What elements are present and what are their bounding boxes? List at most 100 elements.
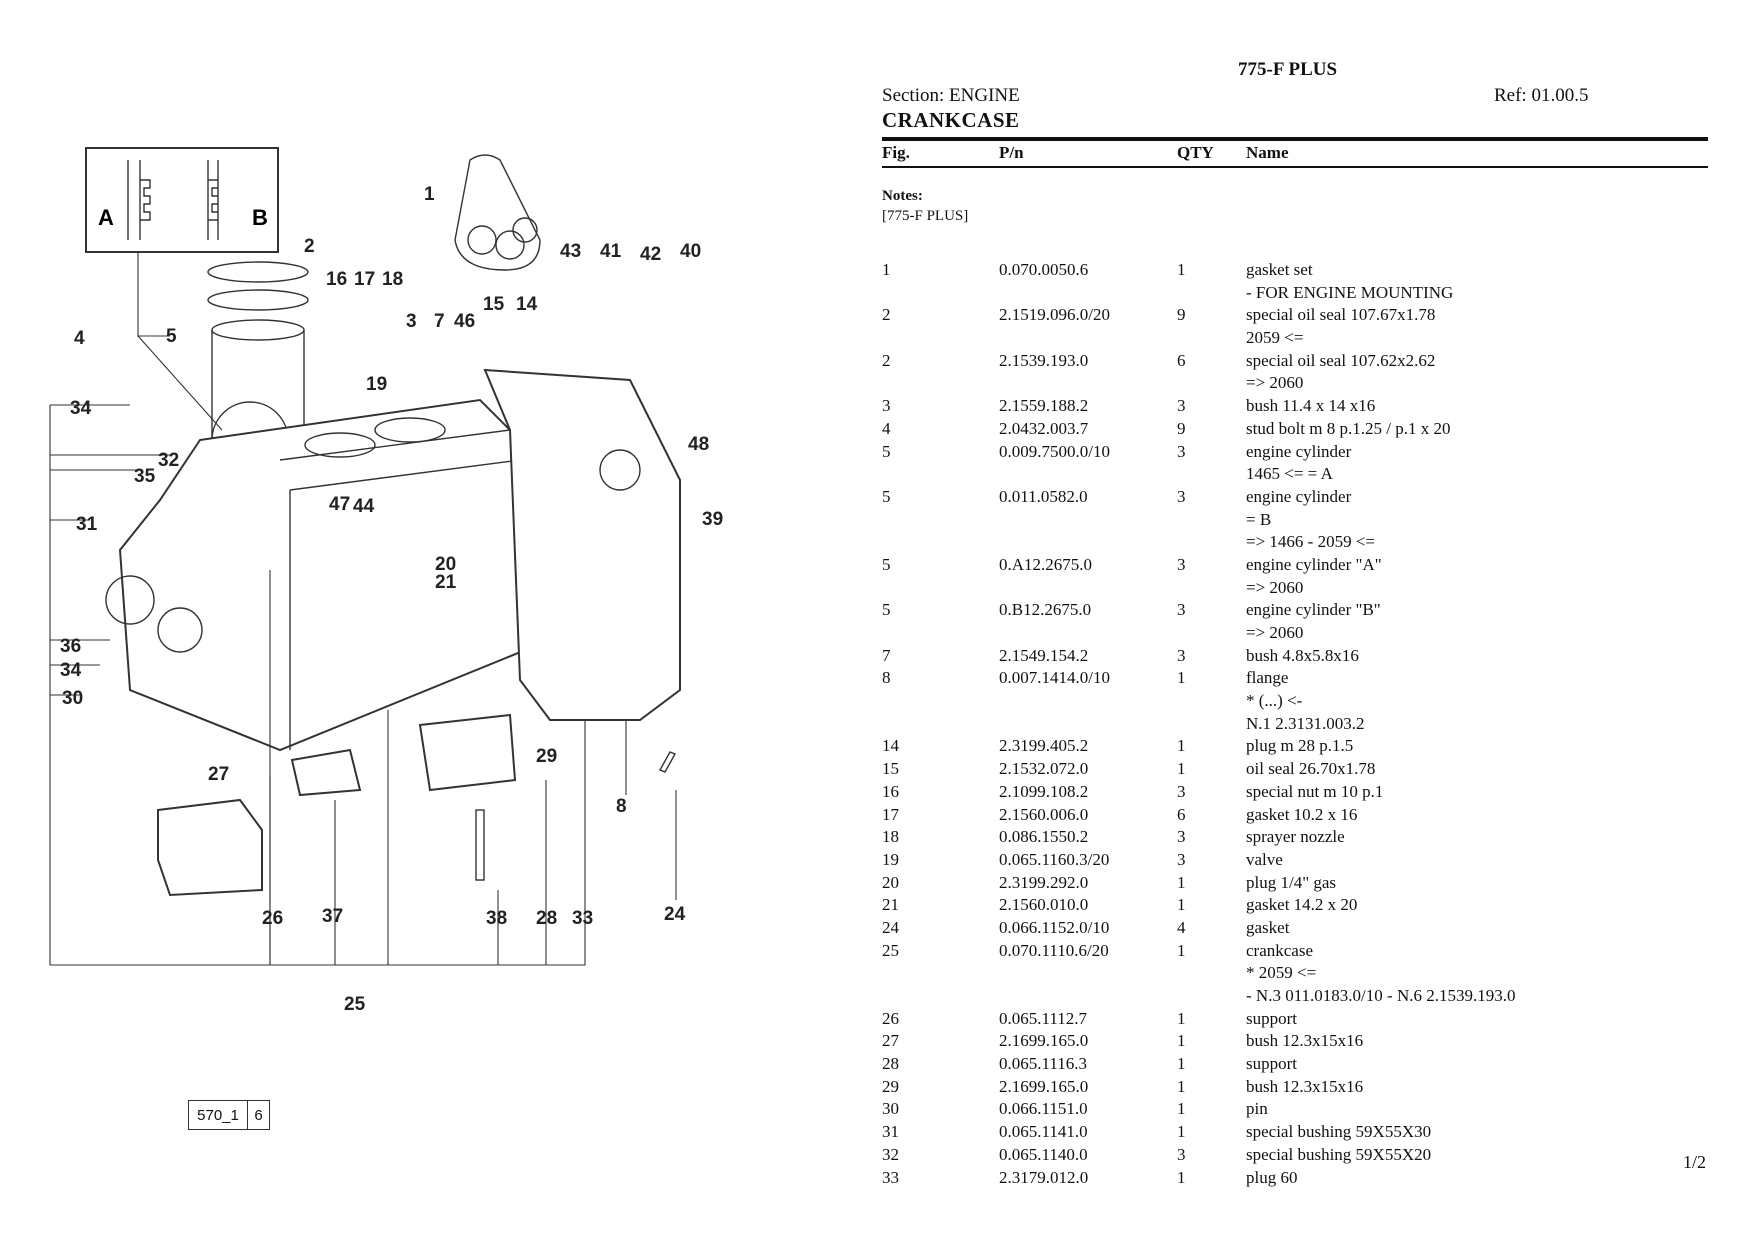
part-qty: 3 — [1177, 645, 1186, 665]
part-fig: 2 — [882, 305, 891, 325]
callout-40: 40 — [680, 241, 701, 262]
part-fig: 14 — [882, 736, 899, 756]
part-number: 0.011.0582.0 — [999, 486, 1088, 506]
part-qty: 6 — [1177, 804, 1186, 824]
callout-37: 37 — [322, 906, 343, 927]
part-name: plug 60 — [1246, 1167, 1298, 1187]
part-note: 1465 <= = A — [1246, 464, 1333, 484]
part-number: 2.1559.188.2 — [999, 396, 1089, 416]
page-title: CRANKCASE — [882, 108, 1020, 132]
inset-label-b: B — [252, 205, 268, 230]
part-number: 2.1532.072.0 — [999, 759, 1089, 779]
callout-39: 39 — [702, 509, 723, 530]
part-qty: 1 — [1177, 1167, 1186, 1187]
part-name: oil seal 26.70x1.78 — [1246, 759, 1376, 779]
notes-value: [775-F PLUS] — [882, 208, 969, 224]
part-fig: 33 — [882, 1167, 899, 1187]
part-name: plug 1/4" gas — [1246, 872, 1337, 892]
part-name: valve — [1246, 849, 1283, 869]
part-fig: 5 — [882, 486, 891, 506]
part-name: bush 4.8x5.8x16 — [1246, 645, 1359, 665]
part-note: => 1466 - 2059 <= — [1246, 532, 1376, 552]
gasket-bag — [454, 154, 541, 271]
part-qty: 3 — [1177, 441, 1186, 461]
callout-27: 27 — [208, 764, 229, 785]
callout-4: 4 — [74, 328, 85, 349]
callout-35: 35 — [134, 466, 156, 487]
part-number: 2.1549.154.2 — [999, 645, 1089, 665]
part-fig: 31 — [882, 1122, 899, 1142]
callout-14: 14 — [516, 294, 538, 315]
part-number: 0.B12.2675.0 — [999, 600, 1092, 620]
part-name: pin — [1246, 1099, 1268, 1119]
support-26 — [157, 798, 263, 897]
callout-32: 32 — [158, 450, 179, 471]
part-fig: 30 — [882, 1099, 899, 1119]
part-fig: 25 — [882, 940, 899, 960]
table-row-note: N.1 2.3131.003.2 — [882, 714, 1708, 737]
part-note: => 2060 — [1246, 577, 1304, 597]
part-name: gasket — [1246, 917, 1290, 937]
table-row-note: - FOR ENGINE MOUNTING — [882, 283, 1708, 306]
part-fig: 21 — [882, 895, 899, 915]
part-name: stud bolt m 8 p.1.25 / p.1 x 20 — [1246, 418, 1451, 438]
part-number: 0.065.1140.0 — [999, 1144, 1088, 1164]
callout-21: 21 — [435, 572, 457, 593]
part-number: 2.1699.165.0 — [999, 1031, 1089, 1051]
part-name: gasket set — [1246, 260, 1313, 279]
part-name: support — [1246, 1054, 1297, 1074]
table-row-note: 2059 <= — [882, 328, 1708, 351]
part-note: => 2060 — [1246, 623, 1304, 642]
callout-42: 43 — [560, 241, 581, 262]
part-name: engine cylinder "B" — [1246, 600, 1381, 620]
part-qty: 1 — [1177, 1076, 1186, 1096]
callout-28: 28 — [536, 908, 557, 929]
part-name: engine cylinder "A" — [1246, 554, 1382, 574]
bolt-38 — [475, 809, 485, 881]
diagram-code-num: 6 — [254, 1106, 263, 1124]
table-row-note: => 1466 - 2059 <= — [882, 532, 1708, 555]
part-fig: 28 — [882, 1054, 899, 1074]
part-number: 2.1519.096.0/20 — [999, 305, 1110, 325]
table-row-note: = B — [882, 510, 1708, 533]
callout-16: 16 — [326, 269, 347, 290]
part-number: 2.0432.003.7 — [999, 418, 1089, 438]
part-qty: 9 — [1177, 305, 1186, 325]
part-fig: 15 — [882, 759, 899, 779]
part-qty: 9 — [1177, 418, 1186, 438]
part-name: support — [1246, 1008, 1297, 1028]
part-qty: 1 — [1177, 940, 1186, 960]
part-number: 0.065.1116.3 — [999, 1054, 1087, 1074]
exploded-diagram: A B — [40, 130, 840, 1160]
part-qty: 3 — [1177, 554, 1186, 574]
col-fig: Fig. — [882, 143, 910, 162]
part-qty: 1 — [1177, 759, 1186, 779]
part-fig: 5 — [882, 554, 891, 574]
part-fig: 4 — [882, 418, 891, 438]
part-fig: 7 — [882, 645, 891, 665]
part-name: engine cylinder — [1246, 486, 1352, 506]
part-qty: 3 — [1177, 849, 1186, 869]
part-number: 2.1699.165.0 — [999, 1076, 1089, 1096]
callout-48: 48 — [688, 434, 709, 455]
col-pn: P/n — [999, 143, 1024, 162]
part-note: * 2059 <= — [1246, 963, 1317, 983]
part-fig: 3 — [882, 396, 891, 416]
callout-labels: 1 2 3 4 5 7 8 14 15 16 17 18 19 20 21 24… — [60, 184, 723, 1015]
table-row: 7 2.1549.154.2 3 bush 4.8x5.8x16 — [882, 646, 1708, 669]
part-fig: 24 — [882, 917, 899, 937]
header-rule-bottom — [882, 166, 1708, 168]
callout-34: 34 — [70, 398, 92, 419]
part-qty: 1 — [1177, 1031, 1186, 1051]
